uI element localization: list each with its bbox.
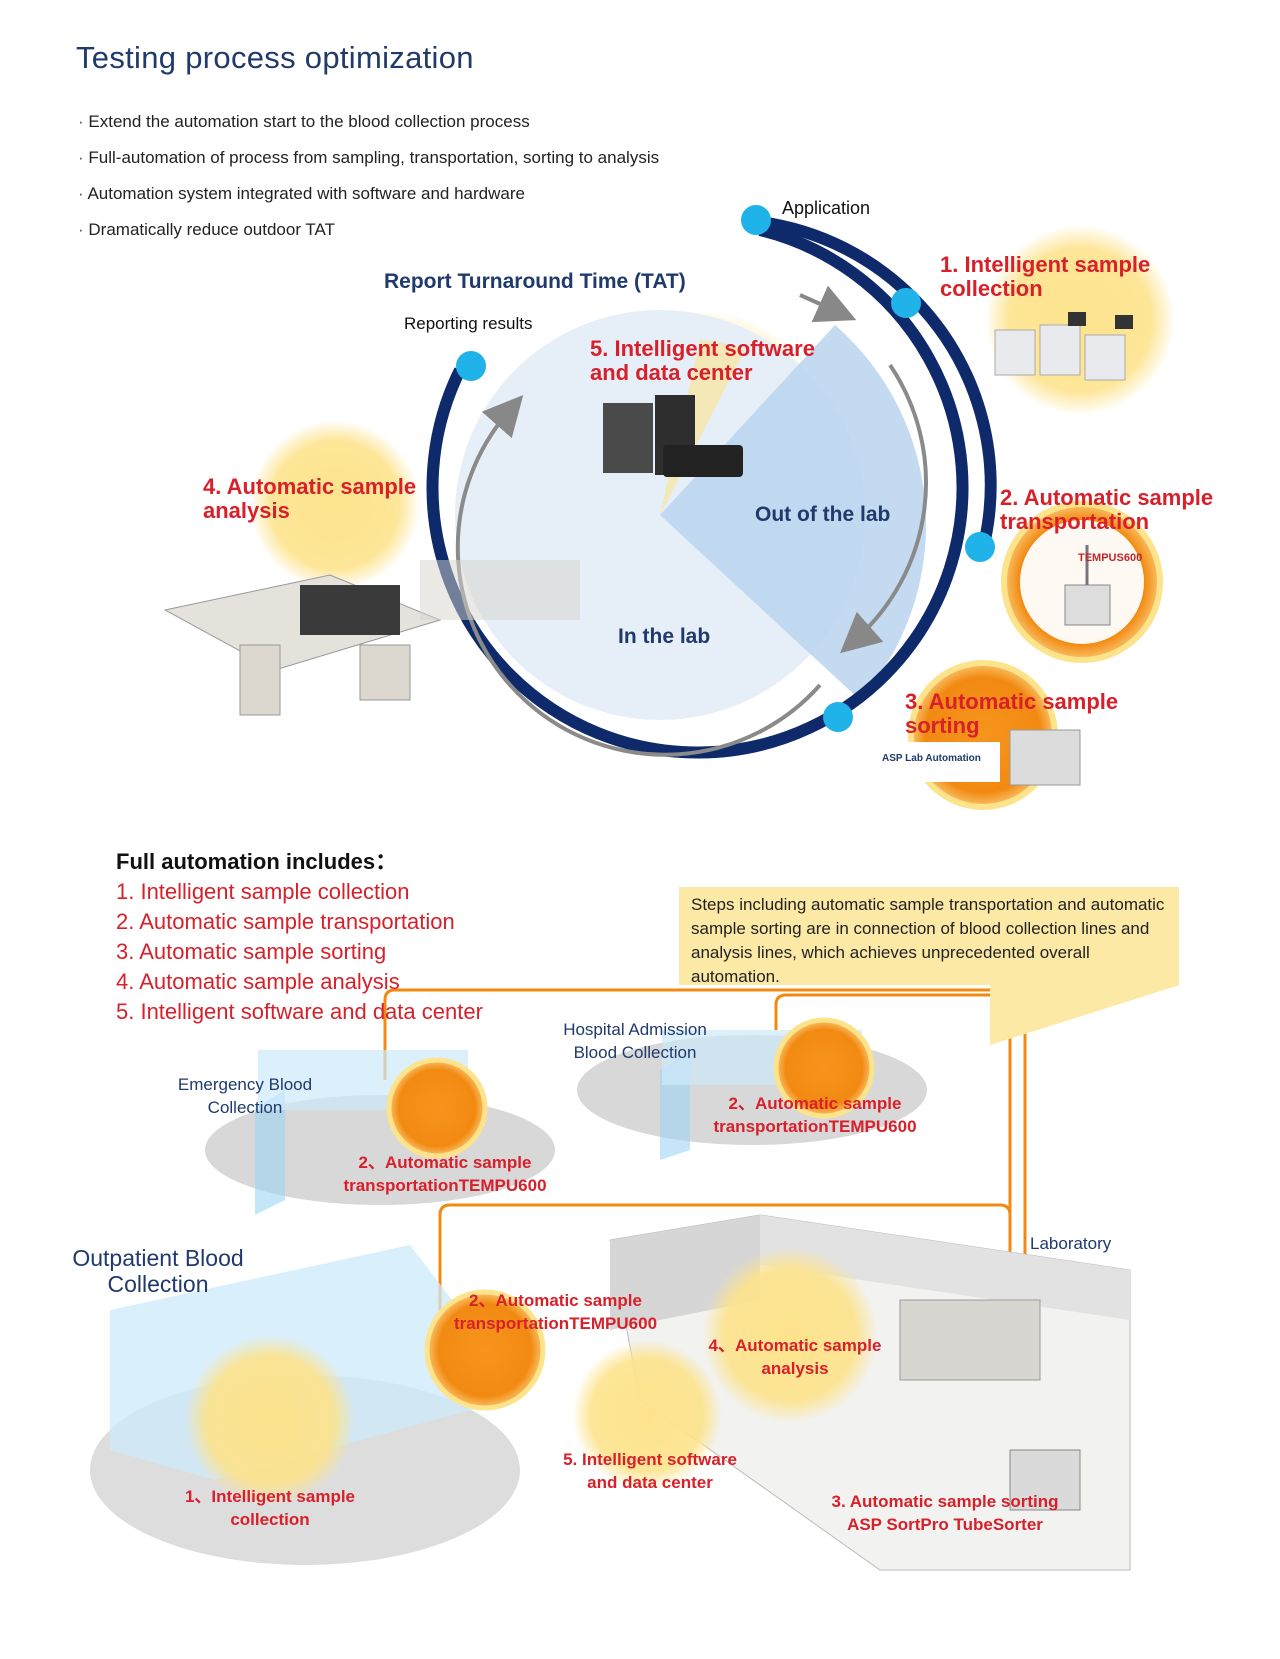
lab-analysis-line2: analysis [761,1359,829,1378]
emergency-step-line2: transportationTEMPU600 [343,1176,547,1195]
disc-outpatient-collection [185,1335,355,1505]
note-tail [990,985,1180,1045]
node-application [741,205,771,235]
list-item: 1. Intelligent sample collection [116,879,410,904]
bullet-list: Extend the automation start to the blood… [78,104,659,248]
sector-out-of-lab [660,325,927,700]
note-box: Steps including automatic sample transpo… [679,887,1179,986]
outpatient-step-label: 2、Automatic sample transportationTEMPU60… [438,1289,673,1335]
analysis-line-image [163,560,580,716]
disc-software [572,1340,722,1490]
admission-step-line2: transportationTEMPU600 [713,1117,917,1136]
room-label-admission: Hospital Admission Blood Collection [540,1018,730,1064]
lab-software-line2: and data center [587,1473,713,1492]
disc-admission [773,1017,875,1119]
room-admission-line2: Blood Collection [573,1043,697,1062]
full-automation-heading: Full automation includes： [116,849,398,874]
outpatient-collection-label: 1、Intelligent sample collection [165,1485,375,1531]
laboratory-label: Laboratory [1030,1234,1112,1253]
bullet-item: Dramatically reduce outdoor TAT [78,212,659,248]
admission-step-label: 2、Automatic sample transportationTEMPU60… [700,1092,930,1138]
step-4-line2: analysis [203,498,290,523]
lab-sorting-line1: 3. Automatic sample sorting [831,1492,1059,1511]
node-reporting [456,351,486,381]
reporting-label: Reporting results [404,314,533,333]
step-1-label: 1. Intelligent sample collection [940,253,1150,301]
step-2-label: 2. Automatic sample transportation [1000,486,1213,534]
out-of-lab-label: Out of the lab [755,503,891,526]
step-2-line1: 2. Automatic sample [1000,485,1214,510]
room-outpatient-line1: Outpatient Blood [72,1245,244,1271]
asp-brand: ASP Lab Automation [882,753,981,764]
outpatient-collection-line2: collection [230,1510,310,1529]
step-5-label: 5. Intelligent software and data center [590,337,815,385]
inner-arrow-in [455,395,822,757]
top-arrow [799,285,857,323]
step-3-line1: 3. Automatic sample [905,689,1119,714]
bullet-item: Full-automation of process from sampling… [78,140,659,176]
lab-software-label: 5. Intelligent software and data center [545,1448,755,1494]
step-1-line1: 1. Intelligent sample [940,252,1151,277]
in-the-lab-label: In the lab [618,625,711,648]
step-5-line1: 5. Intelligent software [590,336,815,361]
step-5-line2: and data center [590,360,753,385]
admission-step-line1: 2、Automatic sample [728,1094,902,1113]
step-4-line1: 4. Automatic sample [203,474,417,499]
bullet-item: Extend the automation start to the blood… [78,104,659,140]
tempus-brand: TEMPUS600 [1078,552,1143,564]
list-item: 2. Automatic sample transportation [116,909,455,934]
collection-stations-image [994,312,1133,381]
list-item: 3. Automatic sample sorting [116,939,387,964]
tat-title: Report Turnaround Time (TAT) [384,270,686,293]
bullet-item: Automation system integrated with softwa… [78,176,659,212]
emergency-step-line1: 2、Automatic sample [358,1153,532,1172]
room-label-outpatient: Outpatient Blood Collection [58,1245,258,1297]
step-4-label: 4. Automatic sample analysis [203,475,416,523]
outpatient-step-line1: 2、Automatic sample [469,1291,642,1310]
lab-analysis-line1: 4、Automatic sample [708,1336,882,1355]
lab-analysis-label: 4、Automatic sample analysis [690,1334,900,1380]
emergency-step-label: 2、Automatic sample transportationTEMPU60… [330,1151,560,1197]
node-step-3 [823,702,853,732]
room-emergency-line2: Collection [207,1098,283,1117]
step-3-label: 3. Automatic sample sorting [905,690,1118,738]
room-label-emergency: Emergency Blood Collection [165,1073,325,1119]
lab-sorting-line2: ASP SortPro TubeSorter [847,1515,1043,1534]
cycle-ring-top [759,216,920,305]
outpatient-step-line2: transportationTEMPU600 [453,1314,658,1333]
step-1-line2: collection [940,276,1043,301]
outpatient-collection-line1: 1、Intelligent sample [184,1487,356,1506]
step-3-line2: sorting [905,713,980,738]
data-center-image [603,395,743,477]
lab-software-line1: 5. Intelligent software [563,1450,737,1469]
page-title: Testing process optimization [76,40,474,75]
lab-sorting-label: 3. Automatic sample sorting ASP SortPro … [815,1490,1075,1536]
list-item: 4. Automatic sample analysis [116,969,400,994]
inner-arrow-out [840,363,928,654]
disc-emergency [386,1057,488,1159]
node-step-2 [965,532,995,562]
room-outpatient-line2: Collection [107,1271,209,1297]
room-emergency-line1: Emergency Blood [177,1075,313,1094]
step-2-line2: transportation [1000,509,1150,534]
application-label: Application [782,198,871,218]
step-glow-4 [250,420,420,590]
full-automation-list: Full automation includes： 1. Intelligent… [116,847,483,1027]
disc-analysis [702,1247,878,1423]
node-step-1 [891,288,921,318]
room-admission-line1: Hospital Admission [563,1020,707,1039]
disc-outpatient [424,1289,546,1411]
list-item: 5. Intelligent software and data center [116,999,483,1024]
